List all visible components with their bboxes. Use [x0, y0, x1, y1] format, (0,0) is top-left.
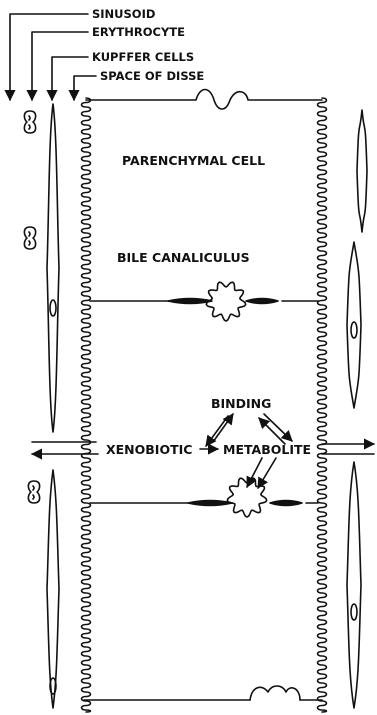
endothelial-cell-upper-right-nucleus: [351, 322, 357, 338]
cell-top-border: [86, 90, 322, 110]
binding-arrow-left-return: [213, 414, 233, 442]
erythrocyte-2-detail: [29, 232, 30, 245]
label-space-of-disse: SPACE OF DISSE: [100, 69, 204, 83]
label-kupffer-cells: KUPFFER CELLS: [92, 50, 194, 64]
erythrocyte-pointer: [32, 32, 88, 100]
erythrocyte-1-detail: [29, 116, 30, 129]
tight-junction-lower-band-right: [270, 501, 302, 506]
kupffer-cell-upper-left: [47, 104, 59, 432]
endothelial-cell-top-right: [357, 110, 367, 232]
label-binding: BINDING: [211, 396, 271, 411]
label-erythrocyte: ERYTHROCYTE: [92, 25, 185, 39]
label-metabolite: METABOLITE: [223, 442, 311, 457]
endothelial-cell-lower-right-nucleus: [351, 604, 357, 620]
kupffer-cell-lower-left: [47, 470, 59, 708]
erythrocyte-3-detail: [33, 486, 34, 499]
kupffer-pointer: [52, 57, 88, 100]
metabolite-to-bile-arrow-2: [258, 458, 276, 488]
tight-junction-upper-band-left: [168, 299, 212, 304]
kupffer-cell-upper-left-nucleus: [50, 300, 56, 316]
endothelial-cell-upper-right: [347, 242, 361, 408]
label-bile-canaliculus: BILE CANALICULUS: [117, 250, 250, 265]
disse-pointer: [74, 76, 96, 100]
metabolite-to-bile-arrow-1: [247, 458, 262, 487]
microvilli-left: [82, 98, 91, 712]
tight-junction-upper-band-right: [246, 299, 278, 304]
cell-bottom-bump: [250, 686, 300, 700]
erythrocyte-3: [28, 481, 39, 503]
erythrocyte-2: [24, 227, 35, 249]
label-sinusoid: SINUSOID: [92, 7, 155, 21]
label-parenchymal-cell: PARENCHYMAL CELL: [122, 153, 265, 168]
erythrocyte-1: [24, 111, 35, 133]
endothelial-cell-lower-right: [347, 462, 361, 708]
tight-junction-lower-band-left: [188, 501, 232, 506]
label-xenobiotic: XENOBIOTIC: [106, 442, 192, 457]
microvilli-right: [318, 98, 327, 712]
